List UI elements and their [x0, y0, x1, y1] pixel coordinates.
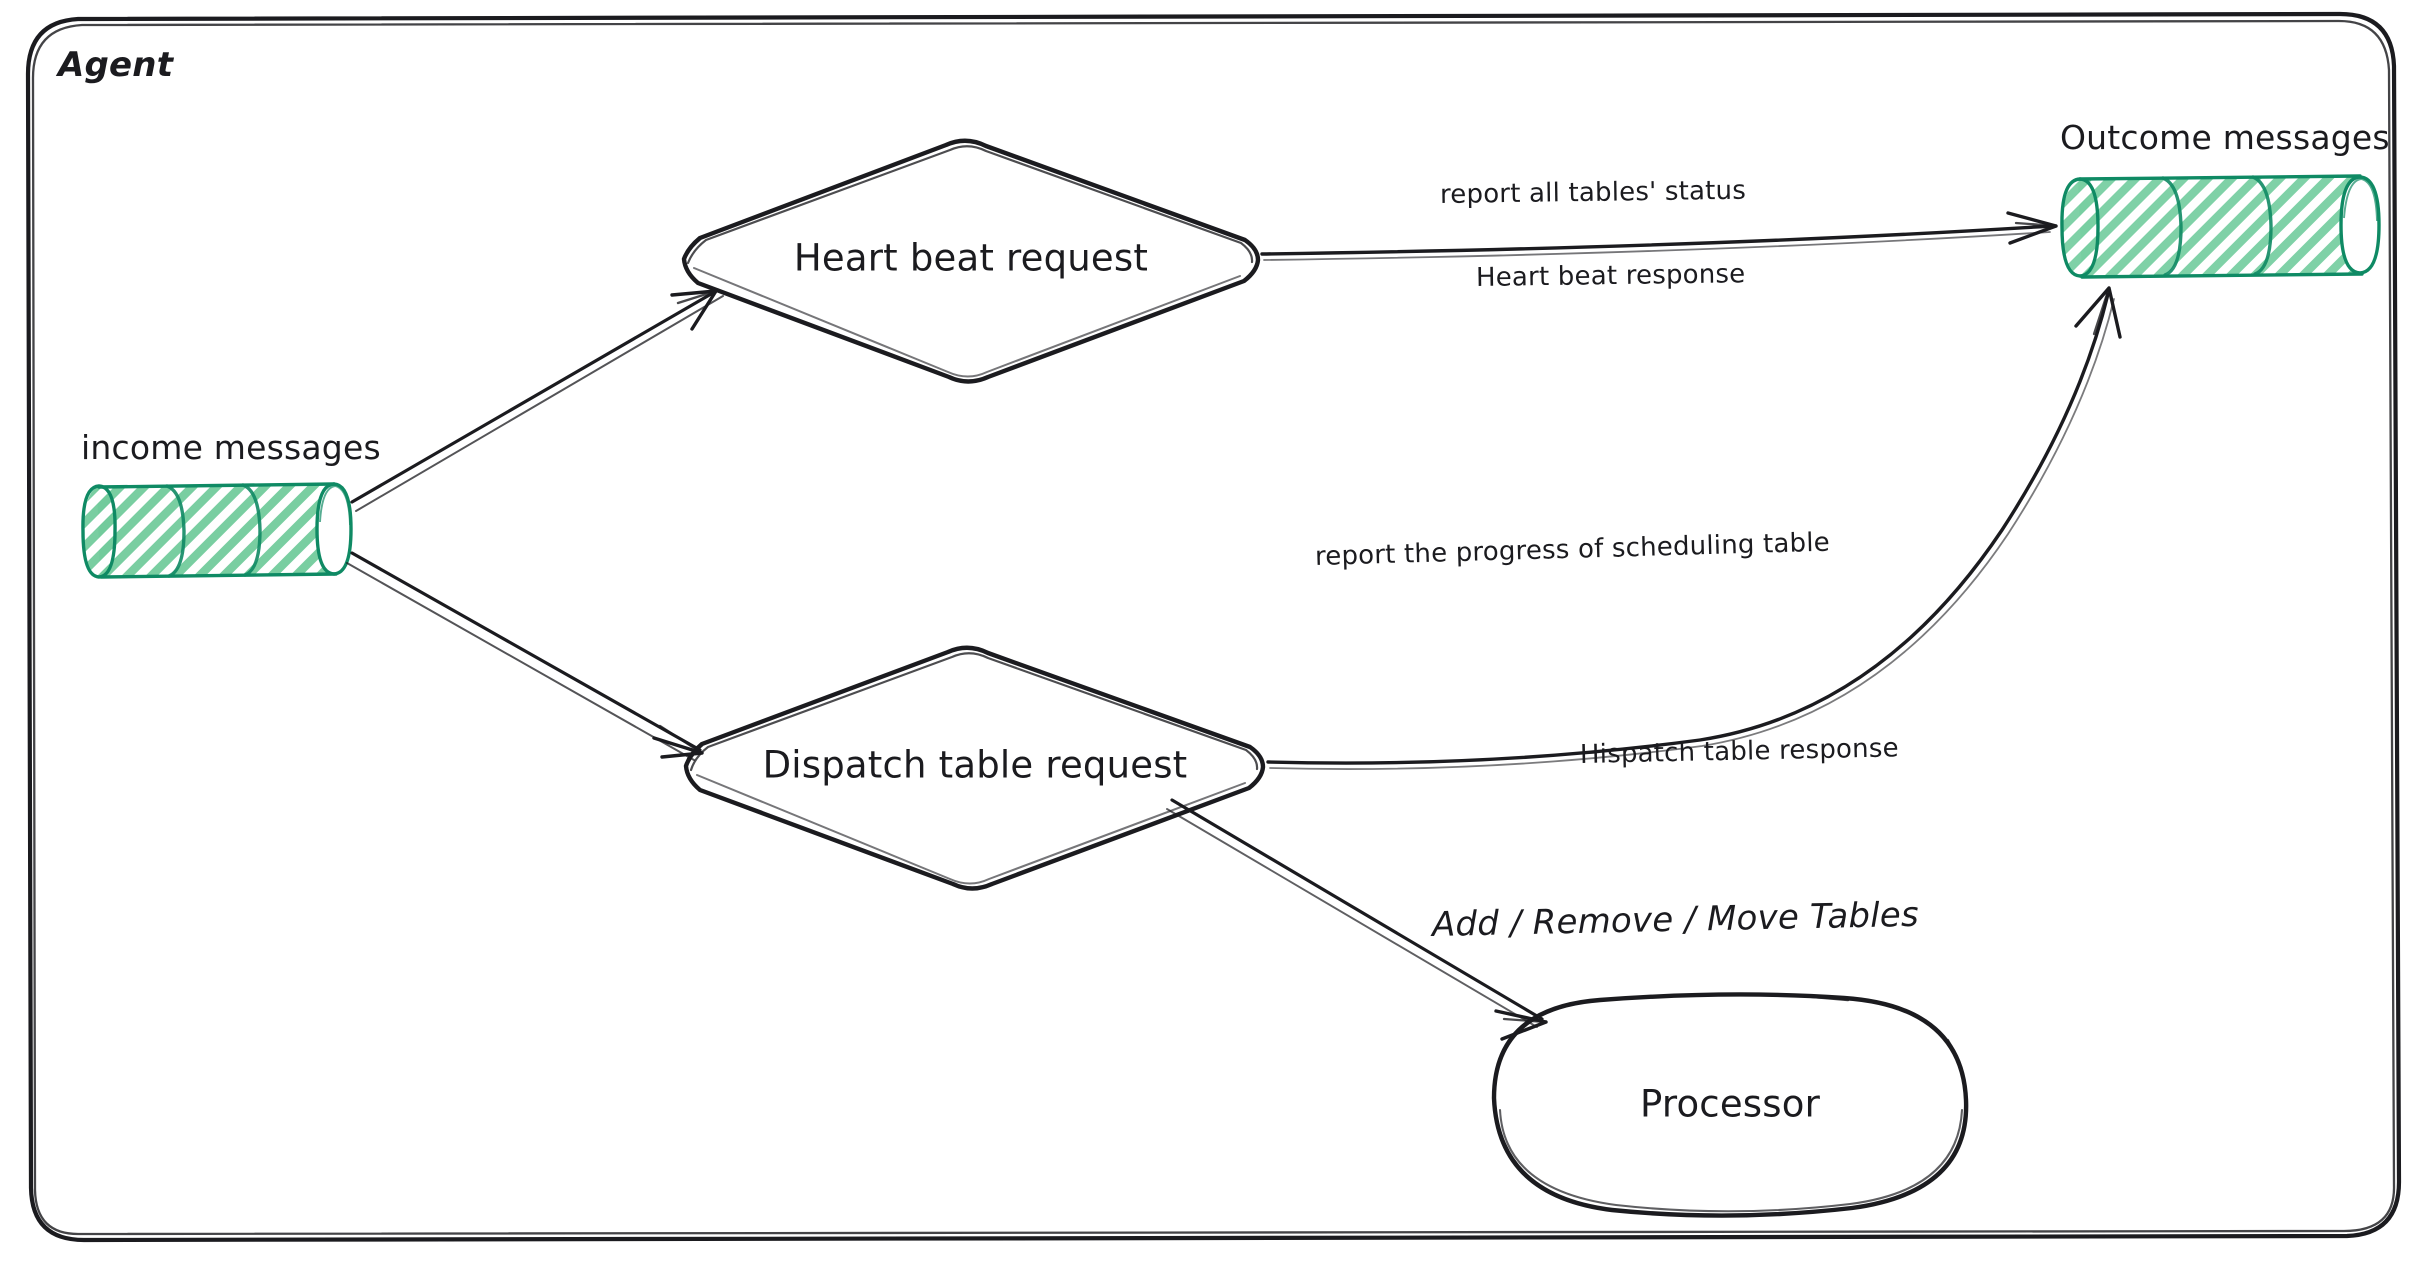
outcome-messages-label: Outcome messages [2060, 118, 2390, 157]
processor-label: Processor [1639, 1082, 1821, 1126]
edge-dispatch-to-outcome [1266, 286, 2122, 770]
edge-heartbeat-to-outcome [1260, 211, 2058, 261]
income-messages-cylinder [81, 482, 353, 579]
outcome-messages-cylinder [2060, 174, 2381, 279]
edge-income-to-heartbeat [350, 288, 724, 512]
processor-ellipse [1491, 992, 1969, 1218]
edge-label-heart-beat-response: Heart beat response [1475, 259, 1746, 293]
dispatch-table-request-diamond [683, 645, 1266, 891]
edge-label-report-all-tables-status: report all tables' status [1439, 175, 1747, 210]
dispatch-table-request-label: Dispatch table request [762, 743, 1188, 787]
heart-beat-request-label: Heart beat request [793, 236, 1149, 280]
heart-beat-request-diamond [681, 138, 1261, 384]
agent-container-border [25, 11, 2402, 1243]
edge-dispatch-to-processor [1166, 798, 1548, 1041]
income-messages-label: income messages [81, 428, 381, 467]
edge-income-to-dispatch [346, 551, 704, 761]
agent-container-label: Agent [58, 45, 174, 85]
